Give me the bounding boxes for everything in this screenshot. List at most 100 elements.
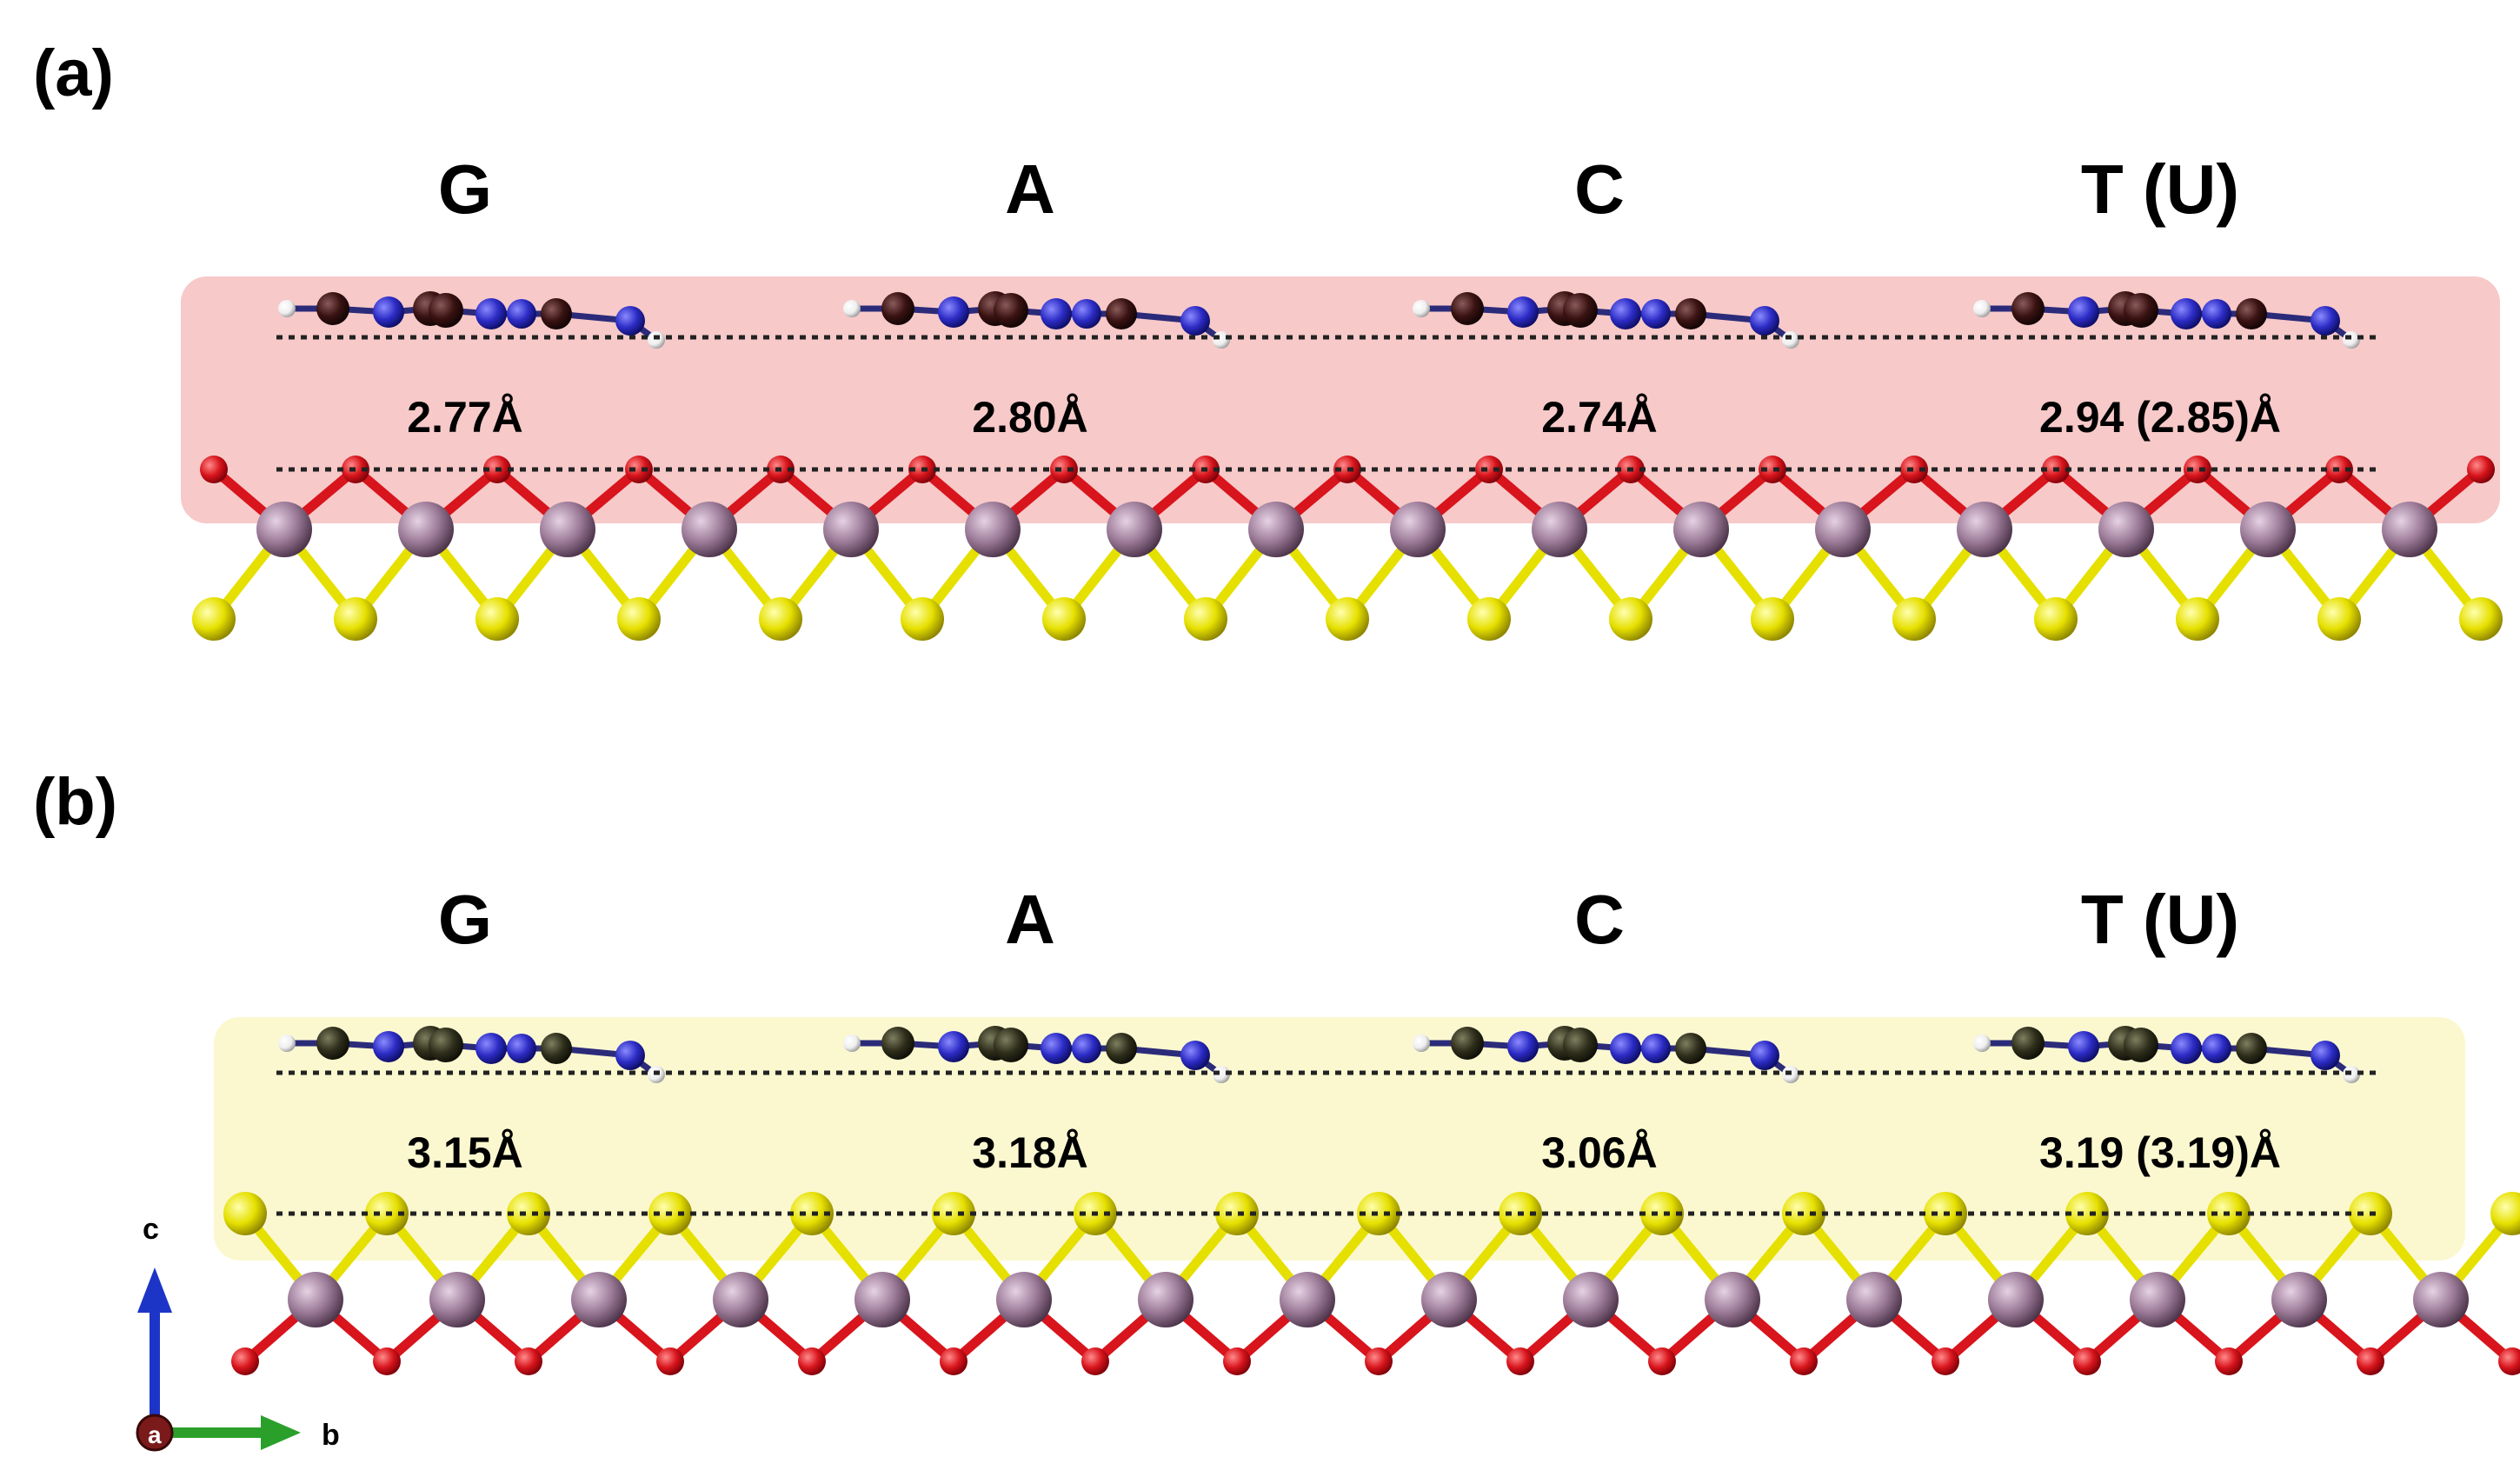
sulfur-atom [901, 597, 944, 641]
hydrogen-atom [2343, 331, 2360, 349]
sulfur-atom [1892, 597, 1936, 641]
nitrogen-atom [1641, 299, 1671, 329]
metal-atom [2382, 502, 2437, 557]
distance-label-t-u: 3.19 (3.19)Å [2039, 1128, 2281, 1177]
carbon_a-atom [1675, 298, 1706, 329]
c-axis-label: c [143, 1213, 159, 1246]
nitrogen-atom [2311, 1041, 2340, 1070]
carbon_b-atom [1451, 1027, 1484, 1060]
nitrogen-atom [2202, 299, 2231, 329]
janus-lattice-b [223, 1192, 2520, 1375]
oxygen-atom [1900, 456, 1928, 483]
nitrogen-atom [1041, 1033, 1072, 1064]
nitrogen-atom [1072, 1034, 1101, 1063]
sulfur-atom [1042, 597, 1086, 641]
oxygen-atom [2073, 1347, 2101, 1375]
carbon_a-atom [1106, 298, 1137, 329]
metal-atom [1988, 1272, 2044, 1327]
metal-atom [965, 502, 1021, 557]
metal-atom [2240, 502, 2296, 557]
metal-atom [2130, 1272, 2185, 1327]
distance-label-t-u: 2.94 (2.85)Å [2039, 393, 2281, 442]
nitrogen-atom [475, 1033, 507, 1064]
oxygen-atom [373, 1347, 401, 1375]
nitrogen-atom [615, 1041, 645, 1070]
oxygen-atom [1365, 1347, 1393, 1375]
carbon_b-atom [316, 1027, 349, 1060]
hydrogen-atom [1213, 1066, 1230, 1083]
metal-atom [540, 502, 595, 557]
carbon_a-atom [994, 293, 1028, 328]
metal-atom [1532, 502, 1587, 557]
distance-label-g: 3.15Å [407, 1128, 522, 1177]
carbon_a-atom [1563, 293, 1598, 328]
panel-a: (a) G A C T (U) 2.77Å 2.80Å 2.74Å 2.94 (… [33, 37, 2503, 641]
carbon_a-atom [2124, 293, 2158, 328]
nitrogen-atom [507, 1034, 536, 1063]
sulfur-atom [1640, 1192, 1684, 1235]
sulfur-atom [1751, 597, 1794, 641]
sulfur-atom [507, 1192, 550, 1235]
distance-label-c: 2.74Å [1541, 393, 1657, 442]
hydrogen-atom [648, 331, 665, 349]
c-axis-arrowhead [137, 1267, 172, 1313]
oxygen-atom [1648, 1347, 1676, 1375]
carbon_b-atom [1106, 1033, 1137, 1064]
metal-atom [429, 1272, 485, 1327]
nitrogen-atom [2202, 1034, 2231, 1063]
nitrogen-atom [507, 299, 536, 329]
sulfur-atom [1184, 597, 1227, 641]
nitrogen-atom [373, 1031, 404, 1062]
nitrogen-atom [938, 296, 969, 328]
carbon_b-atom [429, 1028, 463, 1062]
distance-label-a: 3.18Å [972, 1128, 1087, 1177]
carbon_b-atom [2236, 1033, 2267, 1064]
carbon_b-atom [881, 1027, 914, 1060]
sulfur-atom [2065, 1192, 2109, 1235]
oxygen-atom [2184, 456, 2211, 483]
hydrogen-atom [278, 1035, 296, 1052]
sulfur-atom [932, 1192, 975, 1235]
metal-atom [1846, 1272, 1902, 1327]
metal-atom [823, 502, 879, 557]
sulfur-atom [1609, 597, 1652, 641]
metal-atom [713, 1272, 768, 1327]
metal-atom [1107, 502, 1162, 557]
carbon_a-atom [1451, 292, 1484, 325]
base-label-a: A [1005, 150, 1055, 228]
sulfur-atom [475, 597, 519, 641]
oxygen-atom [656, 1347, 684, 1375]
nitrogen-atom [2068, 1031, 2099, 1062]
nitrogen-atom [938, 1031, 969, 1062]
carbon_b-atom [1563, 1028, 1598, 1062]
sulfur-atom [334, 597, 377, 641]
carbon_b-atom [994, 1028, 1028, 1062]
metal-atom [682, 502, 737, 557]
base-label-g: G [438, 150, 492, 228]
a-axis-dot [136, 1414, 174, 1452]
sulfur-atom [1326, 597, 1369, 641]
a-axis-label: a [148, 1421, 162, 1448]
nitrogen-atom [1180, 1041, 1210, 1070]
oxygen-atom [515, 1347, 542, 1375]
panel-label: (a) [33, 37, 114, 110]
hydrogen-atom [1973, 1035, 1991, 1052]
carbon_b-atom [1675, 1033, 1706, 1064]
nitrogen-atom [1507, 1031, 1539, 1062]
nitrogen-atom [1072, 299, 1101, 329]
sulfur-atom [617, 597, 661, 641]
oxygen-atom [1475, 456, 1503, 483]
distance-label-a: 2.80Å [972, 393, 1087, 442]
b-axis-label: b [322, 1419, 340, 1452]
nucleobases-a [278, 291, 2360, 349]
metal-atom [996, 1272, 1052, 1327]
oxygen-atom [2498, 1347, 2520, 1375]
oxygen-atom [1759, 456, 1786, 483]
base-label-c: C [1574, 881, 1625, 958]
metal-atom [1957, 502, 2012, 557]
oxygen-atom [2357, 1347, 2384, 1375]
crystal-axes: a c b [136, 1213, 340, 1452]
b-axis-arrowhead [261, 1415, 301, 1450]
sulfur-atom [2459, 597, 2503, 641]
distance-label-g: 2.77Å [407, 393, 522, 442]
